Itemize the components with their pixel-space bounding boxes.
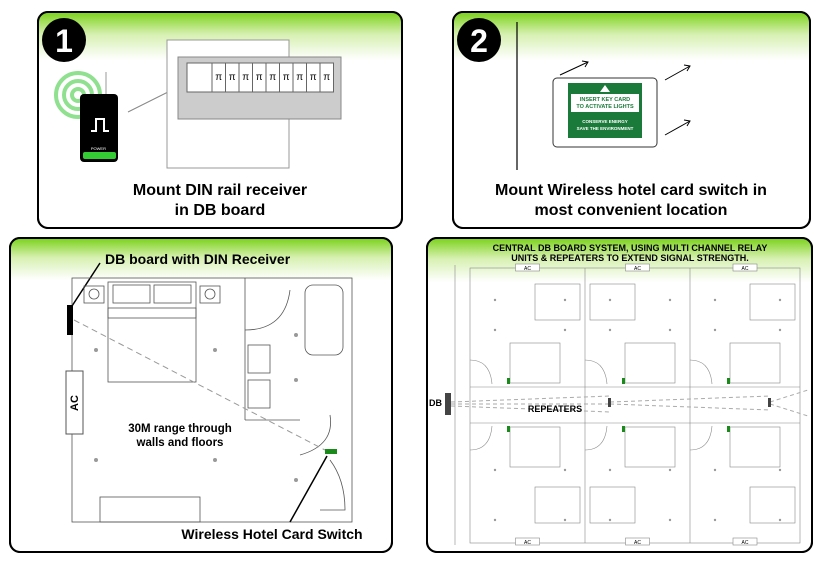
ac-unit <box>65 370 84 435</box>
hotel-card-switch: INSERT KEY CARD TO ACTIVATE LIGHTS CONSE… <box>552 77 658 148</box>
svg-text:CONSERVE ENERGY: CONSERVE ENERGY <box>582 119 627 124</box>
signal-path <box>73 319 326 451</box>
card-switch-marker <box>622 426 625 432</box>
breaker-symbol: π <box>296 72 303 83</box>
breaker-symbol: π <box>310 72 317 83</box>
db-label: DB <box>429 398 442 408</box>
ac-unit <box>625 263 650 272</box>
bed <box>589 486 636 524</box>
card-switch-label: Wireless Hotel Card Switch <box>181 526 362 542</box>
signal-paths <box>450 389 809 417</box>
svg-text:TO ACTIVATE LIGHTS: TO ACTIVATE LIGHTS <box>576 104 634 110</box>
breaker-symbol: π <box>229 72 236 83</box>
card-switch-marker <box>727 378 730 384</box>
svg-text:AC: AC <box>69 395 81 411</box>
bed <box>589 283 636 321</box>
ac-unit <box>515 263 540 272</box>
breaker-symbol: π <box>269 72 276 83</box>
breaker-symbol: π <box>215 72 222 83</box>
pulse-icon <box>91 118 109 132</box>
central-system-panel: CENTRAL DB BOARD SYSTEM, USING MULTI CHA… <box>426 237 813 553</box>
step-number-badge: 1 <box>42 18 86 62</box>
card-switch-marker <box>325 449 337 454</box>
ac-label: AC <box>634 266 641 272</box>
bed <box>534 486 581 524</box>
bathroom <box>624 426 676 468</box>
step2-panel: 2 INSERT KEY CARD TO ACTIVATE LIGHTS CON… <box>452 11 811 229</box>
bed <box>749 283 796 321</box>
db-label: DB board with DIN Receiver <box>105 251 291 267</box>
card-switch-marker <box>507 378 510 384</box>
breaker-symbol: π <box>242 72 249 83</box>
breaker <box>319 62 334 93</box>
breaker-symbol: π <box>256 72 263 83</box>
ac-label: AC <box>634 540 641 546</box>
ac-label: AC <box>524 540 531 546</box>
ac-unit <box>515 537 540 546</box>
ac-unit <box>625 537 650 546</box>
breaker-symbol: π <box>323 72 330 83</box>
svg-text:30M range through: 30M range through <box>128 423 232 435</box>
ac-label: AC <box>524 266 531 272</box>
bathroom <box>509 426 561 468</box>
step-number-badge: 2 <box>470 23 488 59</box>
multi-room-floorplan: AC AC AC AC AC AC <box>454 263 801 546</box>
card-switch-marker <box>622 378 625 384</box>
room-plan-panel: DB board with DIN Receiver AC 30M <box>9 237 393 553</box>
ac-unit <box>732 263 758 272</box>
svg-text:in DB board: in DB board <box>175 202 266 219</box>
db-marker <box>445 393 451 415</box>
bathroom <box>509 342 561 384</box>
din-receiver-marker <box>67 305 73 335</box>
din-receiver: POWER <box>80 72 118 162</box>
bathroom <box>729 426 781 468</box>
breaker-symbol: π <box>283 72 290 83</box>
ac-label: AC <box>742 266 749 272</box>
svg-text:SAVE THE ENVIRONMENT: SAVE THE ENVIRONMENT <box>577 126 634 131</box>
svg-text:REPEATERS: REPEATERS <box>528 404 582 414</box>
repeater-icon <box>608 398 611 407</box>
svg-text:most convenient location: most convenient location <box>535 202 728 219</box>
bed <box>749 486 796 524</box>
svg-text:walls and floors: walls and floors <box>136 437 224 449</box>
step2-caption: Mount Wireless hotel card switch in <box>495 182 767 199</box>
ac-unit <box>732 537 758 546</box>
svg-text:1: 1 <box>55 23 73 59</box>
bathroom <box>624 342 676 384</box>
system-title: CENTRAL DB BOARD SYSTEM, USING MULTI CHA… <box>493 243 768 253</box>
ac-label: AC <box>742 540 749 546</box>
svg-text:INSERT KEY CARD: INSERT KEY CARD <box>580 97 630 103</box>
svg-text:POWER: POWER <box>91 146 106 151</box>
card-switch-marker <box>727 426 730 432</box>
bathroom <box>729 342 781 384</box>
svg-text:UNITS & REPEATERS TO EXTEND SI: UNITS & REPEATERS TO EXTEND SIGNAL STREN… <box>511 253 749 263</box>
card-switch-marker <box>507 426 510 432</box>
arrow-icons <box>559 60 691 136</box>
repeater-icon <box>768 398 771 407</box>
bed <box>534 283 581 321</box>
step1-caption: Mount DIN rail receiver <box>133 182 307 199</box>
